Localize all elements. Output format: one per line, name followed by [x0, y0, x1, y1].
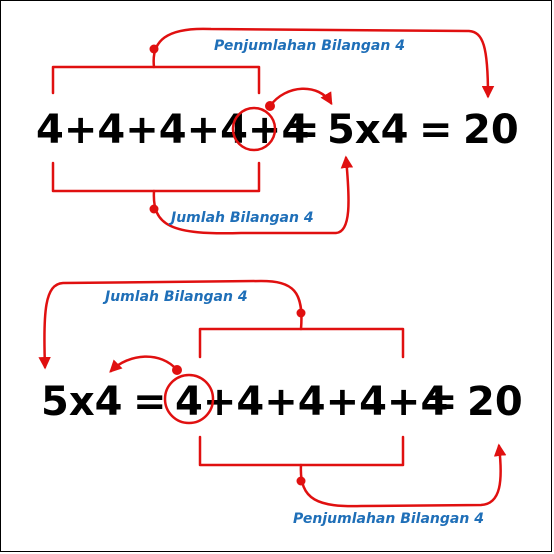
top-upper-dot [149, 44, 159, 54]
top-lower-arrow [152, 155, 354, 235]
bottom-result: 20 [467, 379, 523, 425]
bottom-circle-arrow [109, 355, 179, 373]
bottom-equation: 5x4 = 4+4+4+4+4 = 20 [41, 379, 523, 425]
bottom-lower-arrow [299, 443, 507, 508]
bottom-circled-four [163, 373, 215, 425]
bottom-product: 5x4 [41, 379, 122, 425]
bottom-equals-2: = [424, 379, 458, 425]
top-sum-expression: 4+4+4+4+4 [36, 107, 309, 153]
bottom-upper-bracket [198, 327, 405, 359]
top-circled-four [231, 106, 277, 152]
top-result: 20 [463, 107, 519, 153]
top-product: 5x4 [327, 107, 408, 153]
top-lower-bracket [51, 161, 261, 193]
top-equals-1: = [286, 107, 320, 153]
top-annotations: Penjumlahan Bilangan 4 Jumlah Bilangan 4 [51, 27, 495, 235]
bottom-label-lower: Penjumlahan Bilangan 4 [293, 511, 484, 527]
bottom-annotations: Jumlah Bilangan 4 Penjumlahan Bilangan 4 [38, 279, 507, 527]
bottom-upper-arrow [38, 279, 303, 370]
top-equals-2: = [419, 107, 453, 153]
top-lower-dot [149, 204, 159, 214]
top-circle-arrow [268, 87, 333, 108]
bottom-lower-dot [296, 476, 306, 486]
bottom-sum-expression: 4+4+4+4+4 [175, 379, 448, 425]
bottom-label-upper: Jumlah Bilangan 4 [102, 289, 248, 305]
top-label-upper: Penjumlahan Bilangan 4 [214, 38, 405, 54]
top-upper-bracket [51, 65, 261, 95]
top-label-lower: Jumlah Bilangan 4 [168, 210, 314, 226]
top-equation: 4+4+4+4+4 = 5x4 = 20 [36, 107, 519, 153]
bottom-upper-dot [296, 308, 306, 318]
bottom-lower-bracket [198, 435, 405, 467]
bottom-equals-1: = [133, 379, 167, 425]
